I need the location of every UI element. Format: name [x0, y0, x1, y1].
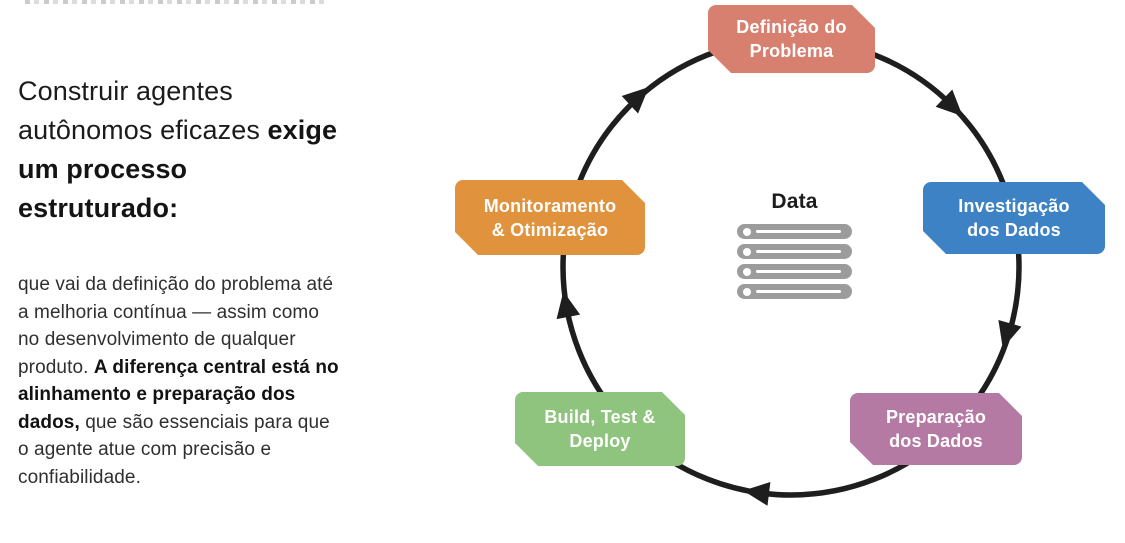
data-bar-icon — [737, 244, 852, 259]
stage-label: Monitoramento& Otimização — [483, 195, 617, 240]
data-bar-icon — [737, 224, 852, 239]
data-center-group: Data — [737, 190, 852, 299]
heading-regular: Construir agentes autônomos eficazes — [18, 76, 268, 145]
data-bar-icon — [737, 284, 852, 299]
description-part2: que são essenciais para que o agente atu… — [18, 411, 330, 488]
flow-arrow-top-left-icon — [621, 87, 649, 114]
flow-arrow-right-icon — [998, 319, 1022, 349]
stage-build-test-deploy: Build, Test &Deploy — [515, 392, 685, 466]
data-stack-icon — [737, 224, 852, 299]
data-bar-icon — [737, 264, 852, 279]
clipped-text-top — [25, 0, 325, 4]
description-bold: A diferença central está no alinhamento … — [18, 356, 339, 433]
page-heading: Construir agentes autônomos eficazes exi… — [18, 72, 340, 228]
description-part1: que vai da definição do problema até a m… — [18, 274, 334, 378]
description-paragraph: que vai da definição do problema até a m… — [18, 271, 340, 491]
stage-monitoramento-otimizacao: Monitoramento& Otimização — [455, 180, 645, 255]
left-text-panel: Construir agentes autônomos eficazes exi… — [18, 72, 340, 491]
flow-arrow-left-icon — [556, 291, 581, 320]
stage-label: Build, Test &Deploy — [544, 407, 656, 451]
flow-arrow-top-right-icon — [935, 89, 963, 117]
heading-bold: exige um processo estruturado: — [18, 115, 338, 223]
data-label: Data — [771, 190, 818, 213]
flow-arrow-bottom-icon — [743, 481, 771, 506]
